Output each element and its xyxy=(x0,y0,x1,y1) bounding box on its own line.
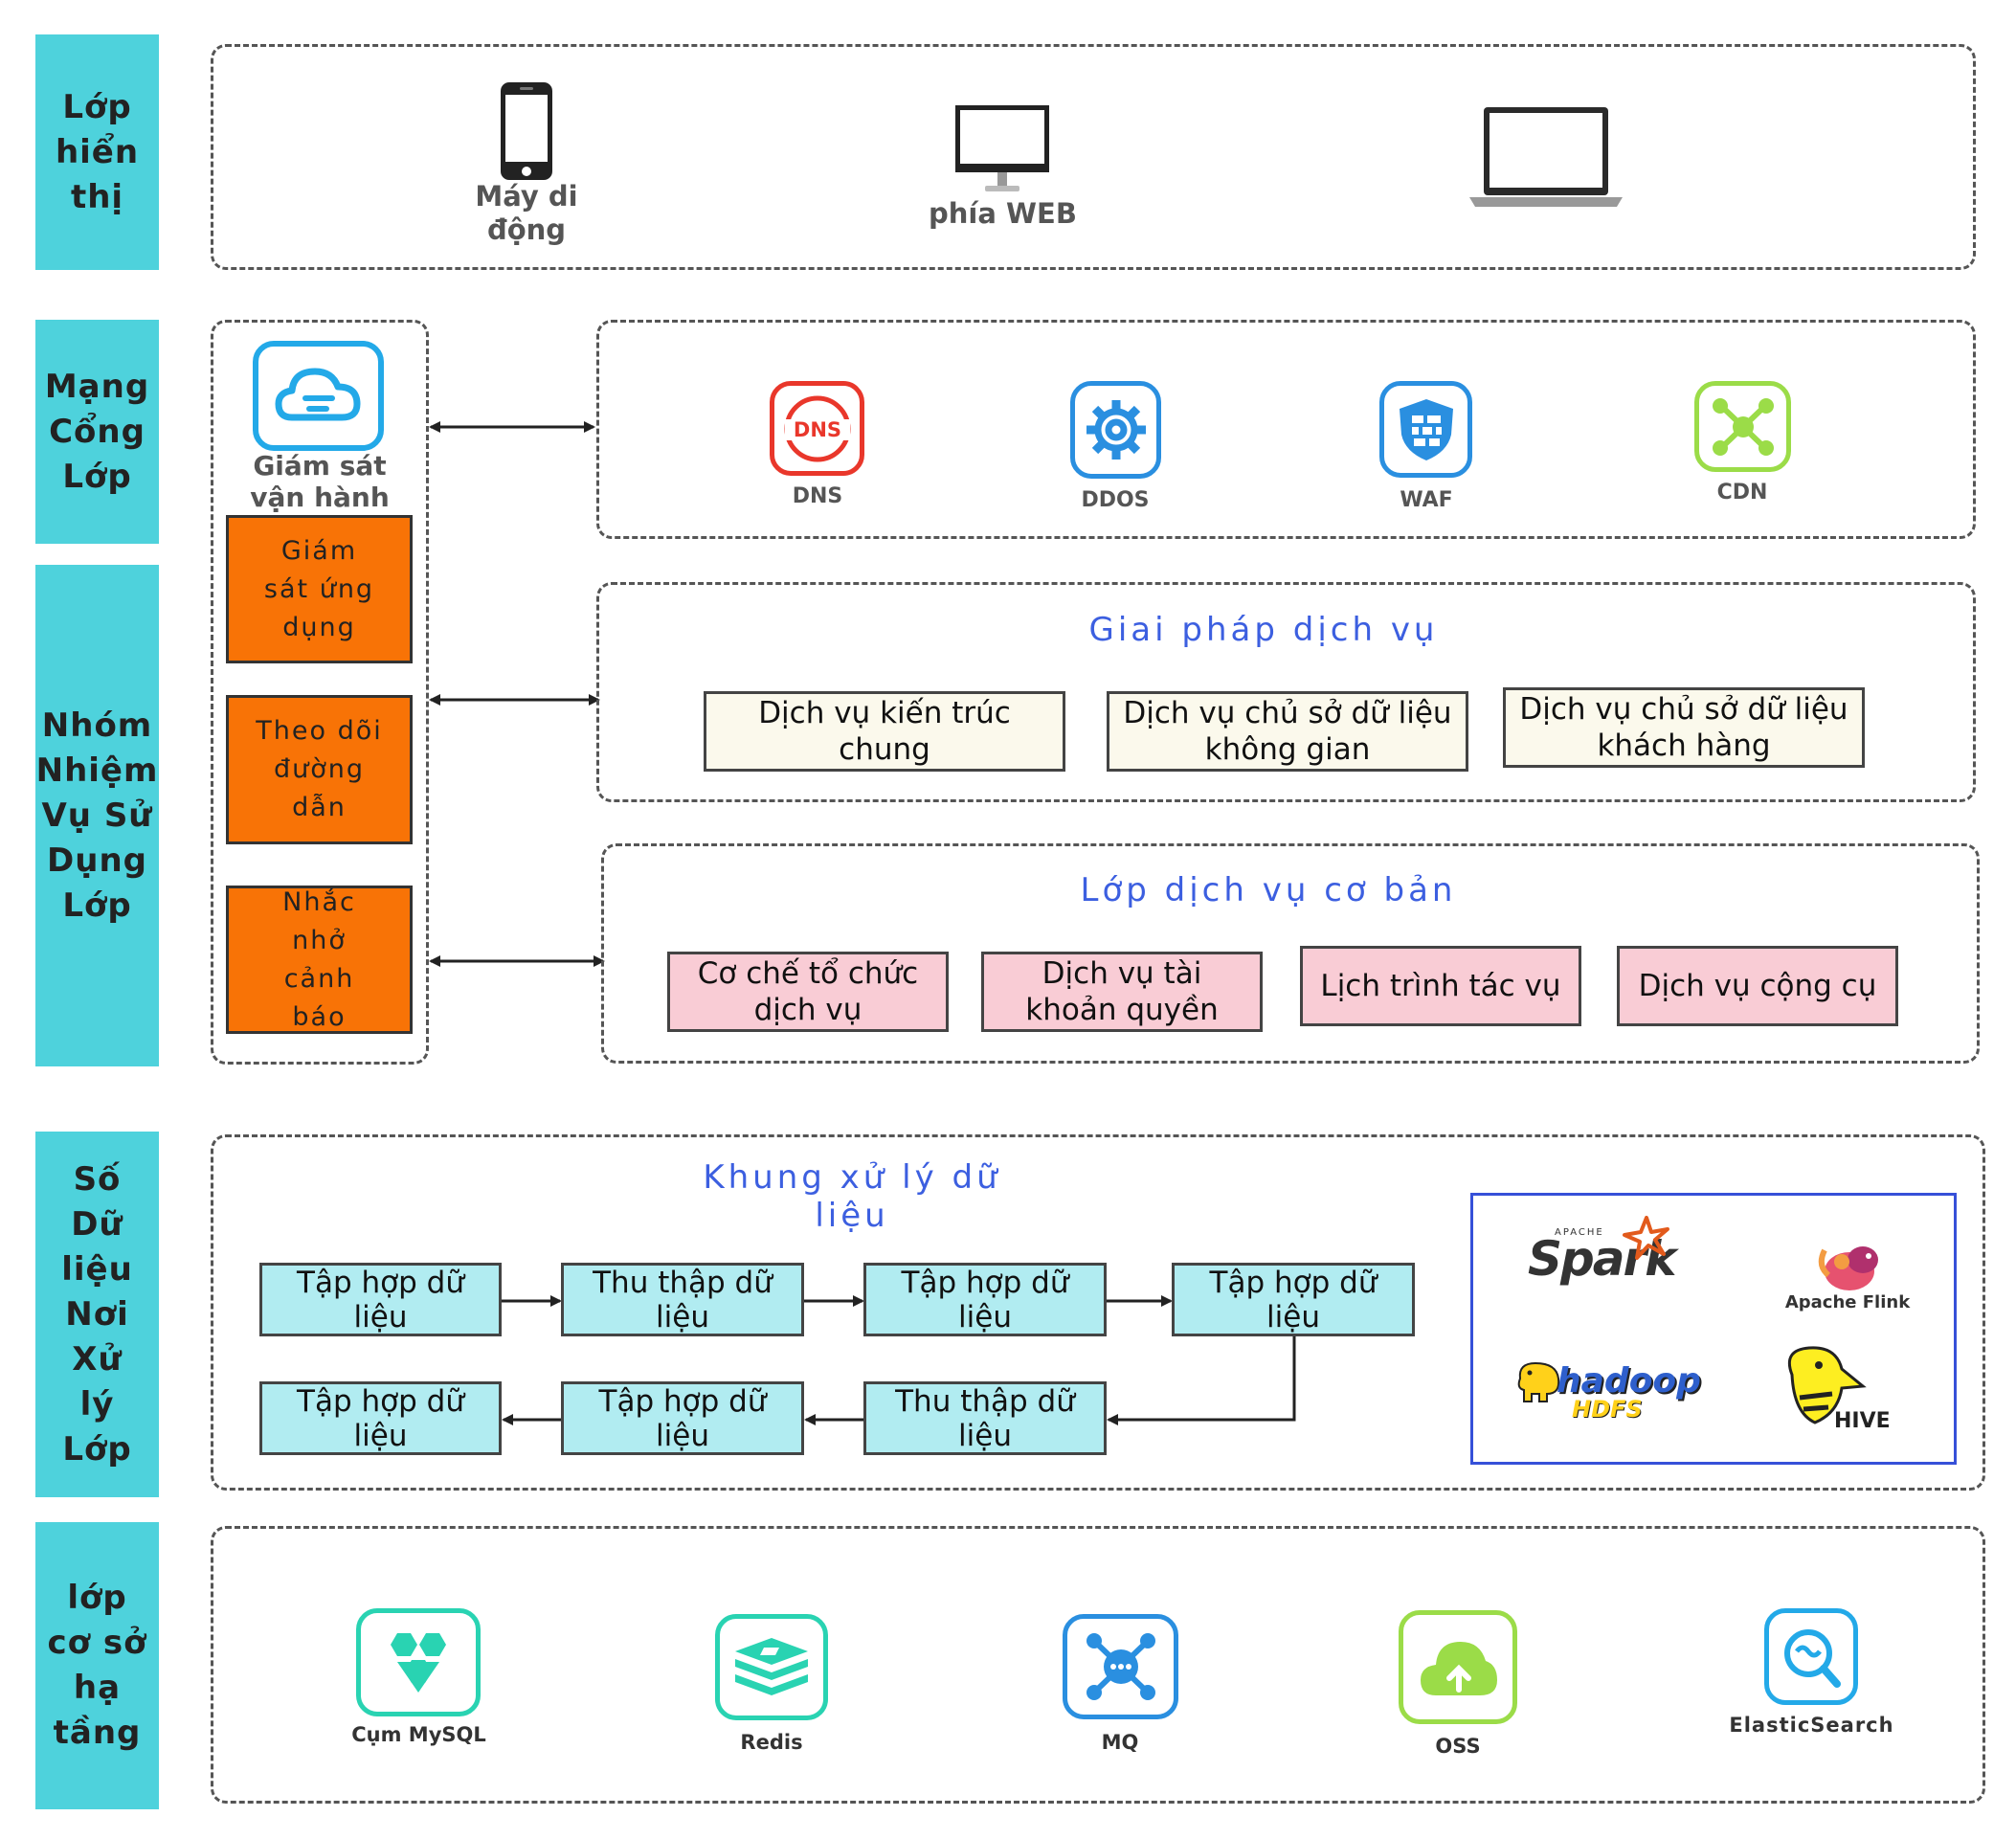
hdfs-logo-text: HDFS xyxy=(1572,1396,1643,1423)
basic-services-title: Lớp dịch vụ cơ bản xyxy=(1080,871,1457,909)
monitor-box-app: Giám sát ứng dụng xyxy=(226,515,413,663)
gateway-container xyxy=(596,320,1976,539)
monitor-container xyxy=(211,320,429,1065)
spark-logo-text: Spark xyxy=(1528,1231,1676,1287)
layer-label-data: Số Dữ liệu Nơi Xử lý Lớp xyxy=(35,1132,159,1497)
spark-logo-caption: APACHE xyxy=(1555,1227,1604,1238)
mq-network-icon xyxy=(1063,1614,1178,1719)
gateway-label-dns: DNS xyxy=(792,484,843,508)
gateway-label-waf: WAF xyxy=(1400,488,1453,512)
hive-bee-icon xyxy=(1787,1346,1867,1424)
cdn-network-icon xyxy=(1694,381,1791,472)
flow-step-5: Thu thập dữ liệu xyxy=(863,1381,1107,1455)
dns-icon: DNS xyxy=(770,381,864,476)
infra-label-mq: MQ xyxy=(1101,1731,1139,1754)
flow-4-5 xyxy=(1107,1336,1296,1425)
flow-step-4: Tập hợp dữ liệu xyxy=(1172,1263,1415,1336)
flow-step-3: Tập hợp dữ liệu xyxy=(863,1263,1107,1336)
hadoop-hdfs-logo: hadoop HDFS xyxy=(1514,1357,1701,1434)
basic-service-scheduler: Lịch trình tác vụ xyxy=(1300,946,1581,1026)
flow-step-6: Tập hợp dữ liệu xyxy=(561,1381,804,1455)
elasticsearch-icon xyxy=(1764,1608,1858,1705)
infra-label-mysql: Cụm MySQL xyxy=(351,1723,486,1746)
solution-architecture: Dịch vụ kiến trúc chung xyxy=(704,691,1065,772)
flow-step-7: Tập hợp dữ liệu xyxy=(259,1381,502,1455)
infra-label-elasticsearch: ElasticSearch xyxy=(1729,1714,1894,1737)
flink-label: Apache Flink xyxy=(1784,1292,1911,1312)
infra-label-redis: Redis xyxy=(740,1731,803,1754)
desktop-monitor-icon xyxy=(955,105,1049,191)
mobile-phone-icon xyxy=(501,82,552,180)
ddos-gear-icon xyxy=(1070,381,1161,479)
data-processing-container xyxy=(211,1134,1985,1491)
infra-container xyxy=(211,1526,1985,1804)
flow-step-1: Tập hợp dữ liệu xyxy=(259,1263,502,1336)
ops-monitor-label: Giám sát vận hành xyxy=(250,450,390,513)
basic-service-org: Cơ chế tổ chức dịch vụ xyxy=(667,952,949,1032)
monitor-box-alert: Nhắc nhở cảnh báo xyxy=(226,886,413,1034)
gateway-label-cdn: CDN xyxy=(1716,481,1768,505)
device-label-web: phía WEB xyxy=(929,197,1077,230)
laptop-icon xyxy=(1469,107,1623,207)
monitor-box-trace: Theo dõi đường dẫn xyxy=(226,695,413,844)
layer-label-display: Lớp hiển thị xyxy=(35,34,159,270)
flink-squirrel-icon xyxy=(1800,1237,1905,1292)
hadoop-elephant-icon xyxy=(1517,1361,1560,1402)
solutions-container xyxy=(596,582,1976,802)
framework-logos-box xyxy=(1470,1193,1957,1465)
hive-logo-text: HIVE xyxy=(1834,1409,1891,1433)
layer-label-infra: lớp cơ sở hạ tầng xyxy=(35,1522,159,1809)
layer-label-business: Nhóm Nhiệm Vụ Sử Dụng Lớp xyxy=(35,565,159,1066)
oss-cloud-icon xyxy=(1399,1610,1517,1724)
infra-label-oss: OSS xyxy=(1435,1735,1481,1758)
gateway-label-ddos: DDOS xyxy=(1081,488,1150,512)
solutions-title: Giai pháp dịch vụ xyxy=(1088,611,1439,649)
waf-shield-icon xyxy=(1379,381,1472,478)
hive-logo: HIVE xyxy=(1782,1346,1891,1442)
basic-services-container xyxy=(601,843,1980,1064)
spark-logo: APACHE Spark xyxy=(1528,1216,1691,1292)
solution-customer-data: Dịch vụ chủ sở dữ liệu khách hàng xyxy=(1503,687,1865,768)
device-label-mobile: Máy di động xyxy=(475,180,578,246)
layer-label-gateway: Mạng Cổng Lớp xyxy=(35,320,159,544)
display-layer-container xyxy=(211,44,1976,270)
basic-service-account: Dịch vụ tài khoản quyền xyxy=(981,952,1263,1032)
basic-service-tools: Dịch vụ cộng cụ xyxy=(1617,946,1898,1026)
data-framework-title: Khung xử lý dữ liệu xyxy=(703,1158,1001,1235)
dns-icon-text: DNS xyxy=(793,418,840,441)
flow-step-2: Thu thập dữ liệu xyxy=(561,1263,804,1336)
spark-star-icon xyxy=(1623,1216,1669,1260)
solution-spatial-data: Dịch vụ chủ sở dữ liệu không gian xyxy=(1107,691,1468,772)
mysql-cluster-icon xyxy=(356,1608,481,1716)
hadoop-logo-text: hadoop xyxy=(1557,1361,1701,1401)
ops-monitor-icon xyxy=(253,341,384,451)
redis-stack-icon xyxy=(715,1614,828,1720)
